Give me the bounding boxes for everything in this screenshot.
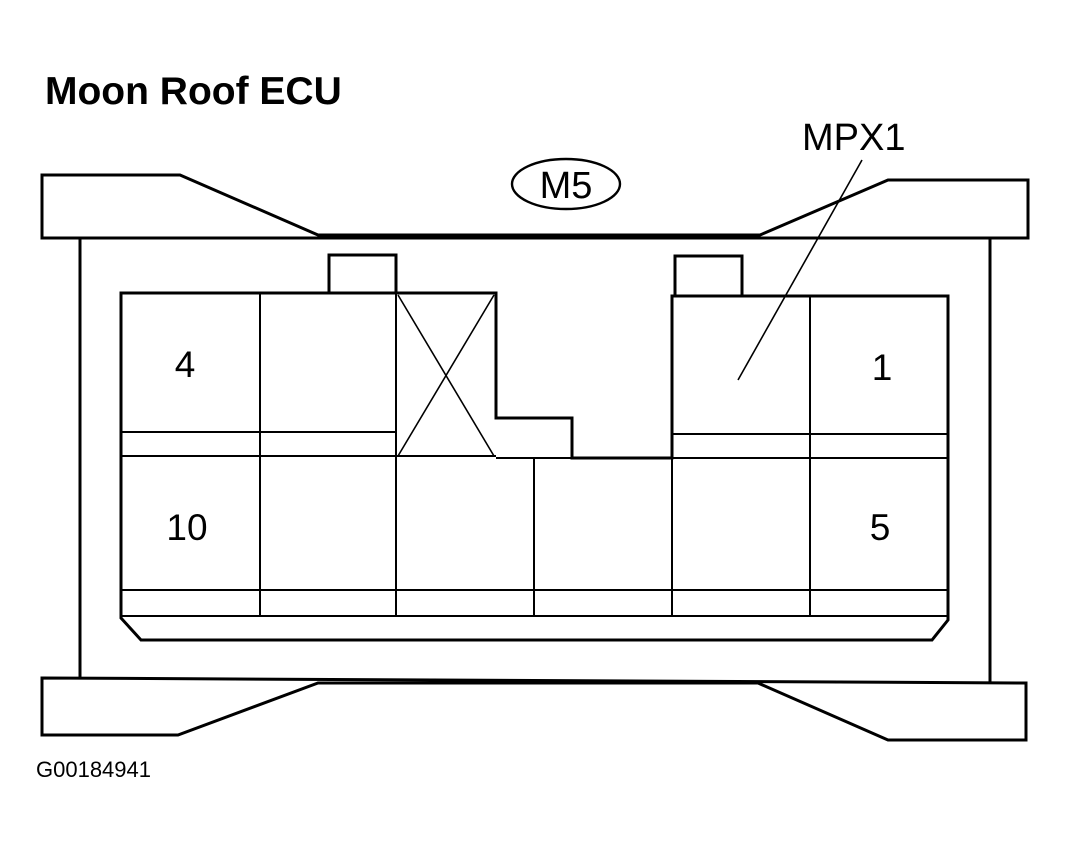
pin-number-1: 1	[872, 347, 893, 388]
connector-id-badge: M5	[510, 157, 622, 211]
connector-name-leader	[737, 159, 863, 381]
bottom-flange	[40, 676, 1028, 742]
left-lock-tab	[327, 253, 398, 293]
connector-id-oval	[510, 157, 622, 211]
pin-number-10: 10	[166, 507, 207, 548]
top-flange	[40, 173, 1030, 240]
connector-id-label: M5	[540, 165, 593, 207]
diagram-title: Moon Roof ECU	[45, 70, 342, 113]
blank-cavity-cross	[397, 294, 495, 457]
connector-body	[119, 291, 950, 642]
pin-number-5: 5	[870, 507, 891, 548]
right-lock-tab	[673, 254, 744, 296]
connector-name-label: MPX1	[802, 117, 905, 159]
pin-number-4: 4	[175, 344, 196, 385]
figure-code: G00184941	[36, 757, 151, 782]
